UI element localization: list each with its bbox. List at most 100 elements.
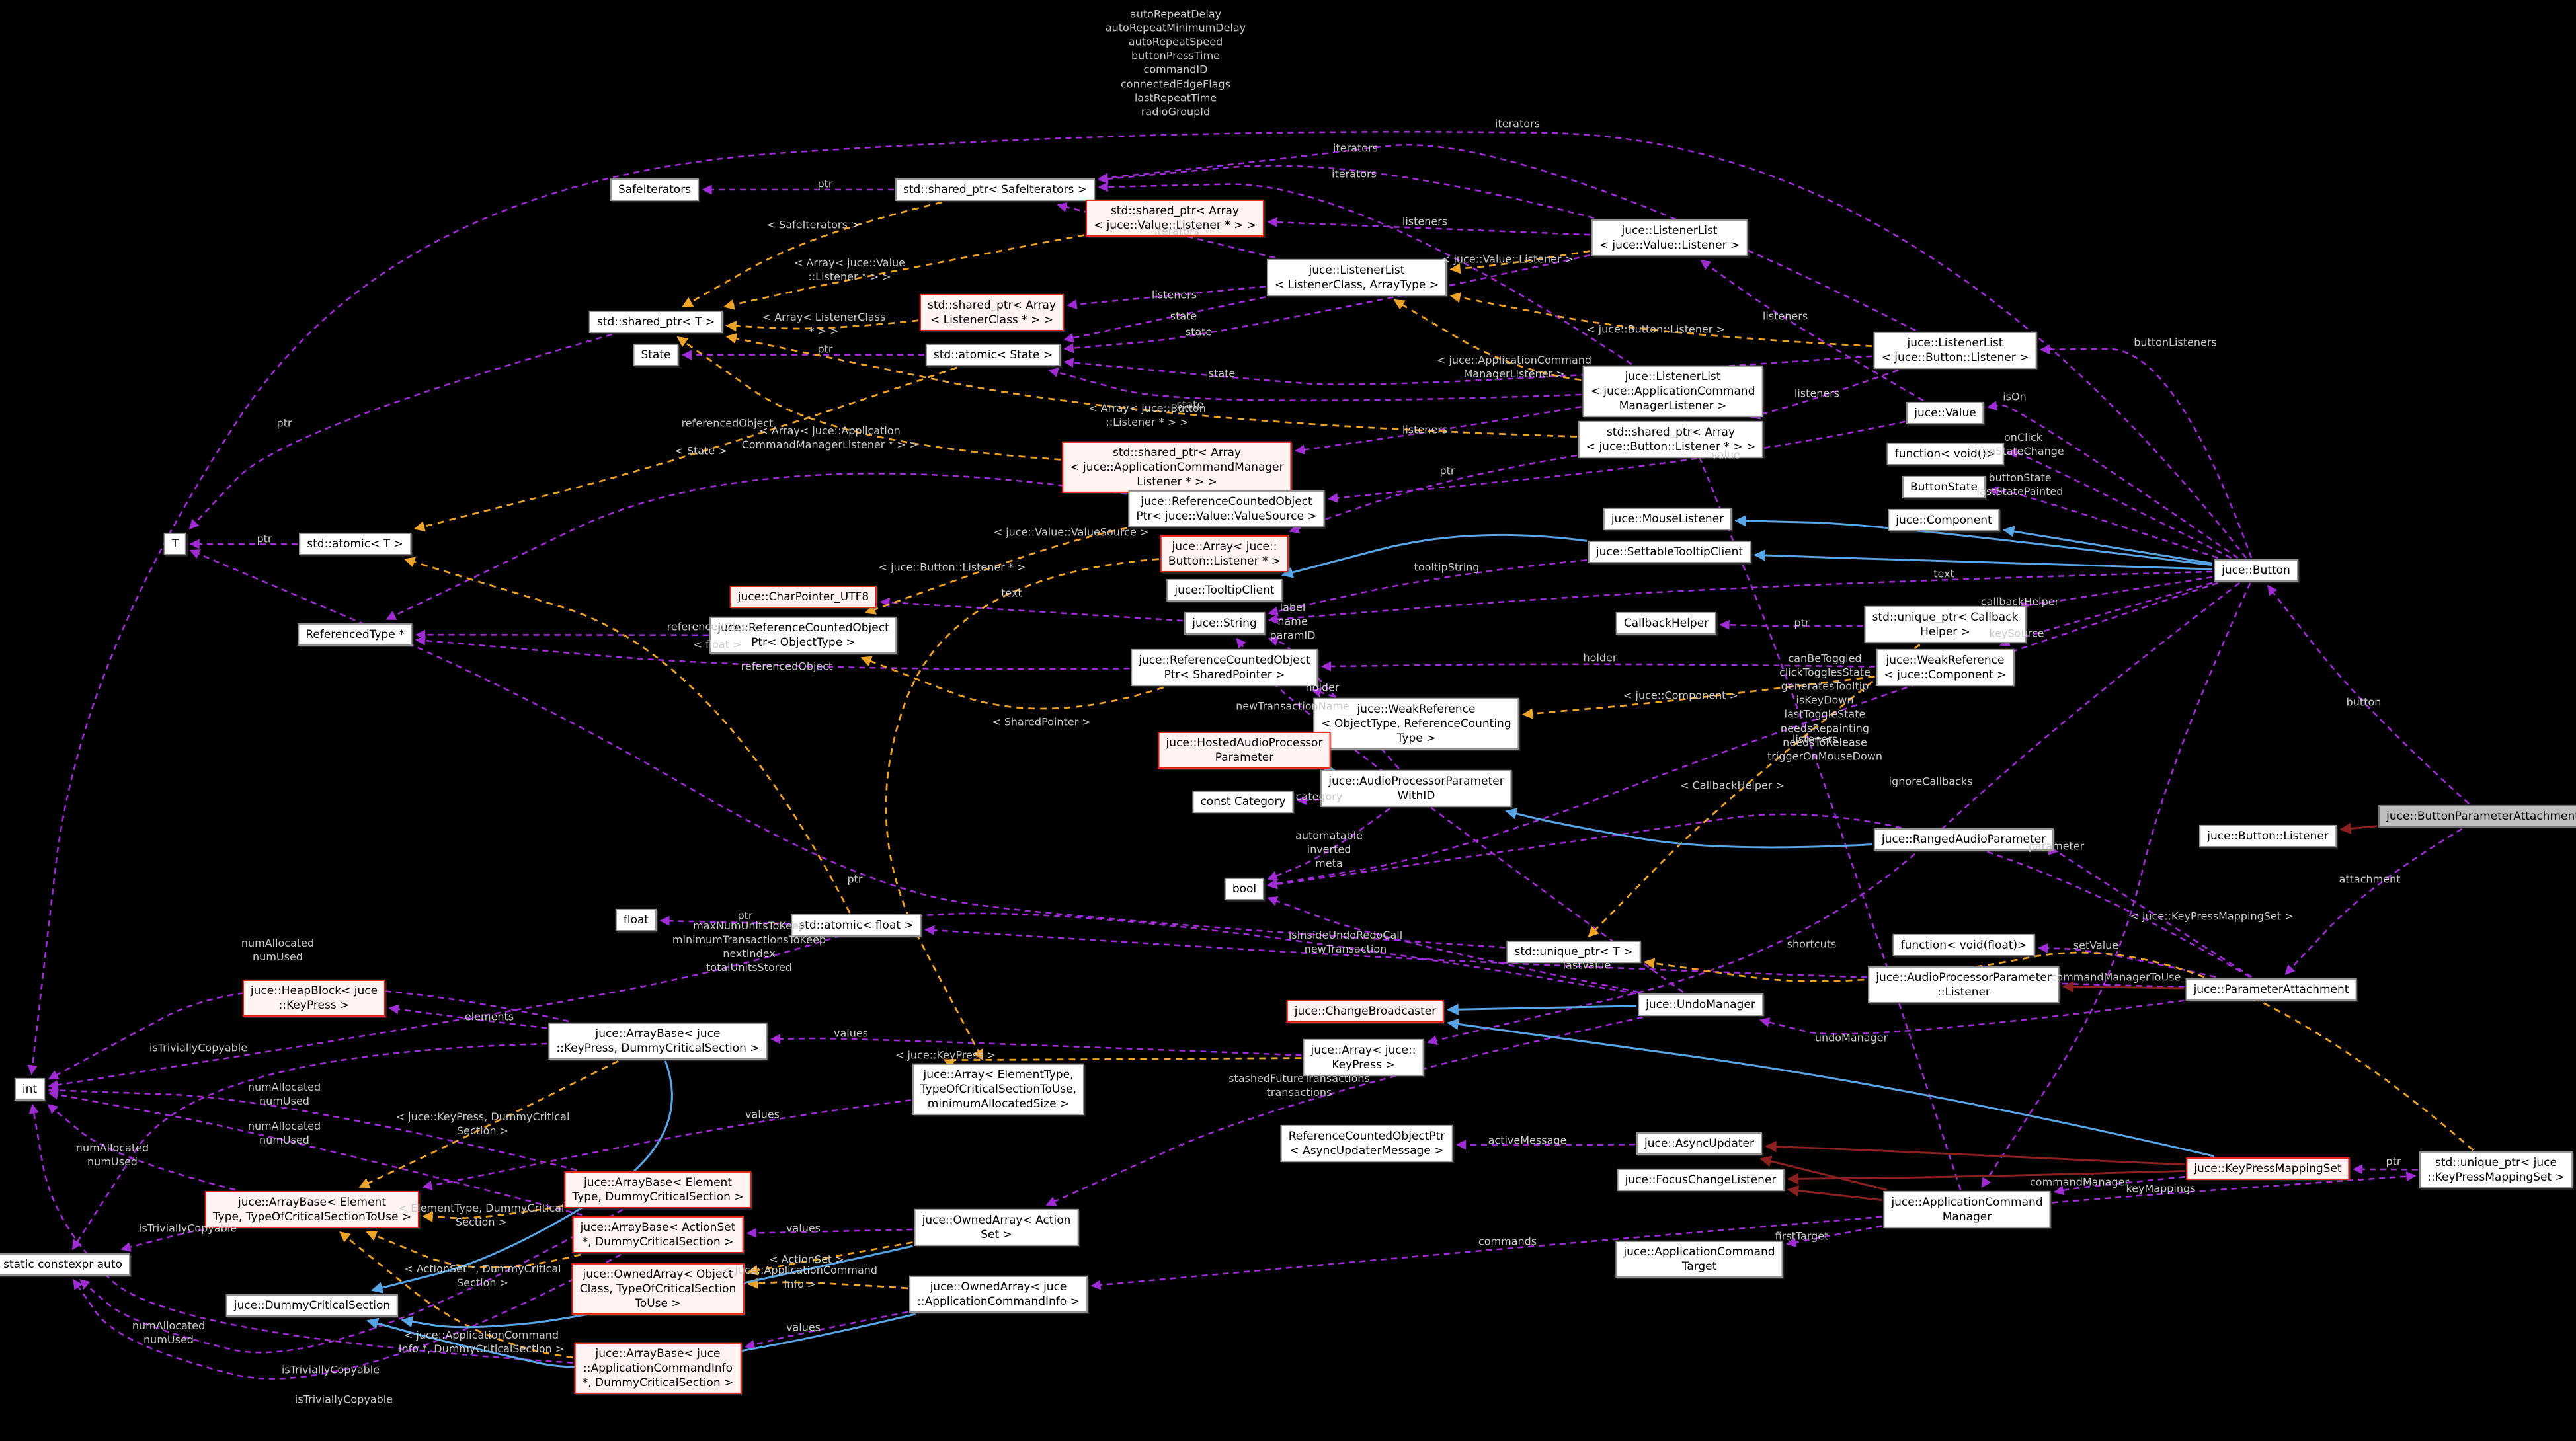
node-shared-ptr-array-button-listener[interactable]: std::shared_ptr< Array < juce::Button::L… [1578,420,1764,459]
edge-listenerlist_value_listener-to-listenerlist_generic [1449,250,1590,274]
node-value[interactable]: juce::Value [1906,401,1984,425]
node-safeiterators[interactable]: SafeIterators [610,178,700,202]
edge-arraybase_actionset-to-static_constexpr_auto [72,1253,622,1380]
node-int[interactable]: int [14,1077,46,1101]
node-atomic-float[interactable]: std::atomic< float > [791,914,922,937]
edge-asyncupdater-to-rcop_asyncupdatermessage [1455,1140,1636,1150]
node-undomanager[interactable]: juce::UndoManager [1638,993,1763,1017]
node-mouselistener[interactable]: juce::MouseListener [1603,507,1732,531]
node-array-elementtype[interactable]: juce::Array< ElementType, TypeOfCritical… [912,1063,1085,1116]
node-callbackhelper[interactable]: CallbackHelper [1615,611,1717,635]
node-shared-ptr-safeiterators[interactable]: std::shared_ptr< SafeIterators > [895,178,1096,202]
edge-applicationcommandmanager-to-unique_ptr_keypressmappingset [2052,1171,2417,1204]
node-bool[interactable]: bool [1224,877,1265,901]
node-parameterattachment[interactable]: juce::ParameterAttachment [2185,978,2357,1001]
node-settabletooltipclient[interactable]: juce::SettableTooltipClient [1588,540,1751,564]
node-audioprocessorparameter-listener[interactable]: juce::AudioProcessorParameter ::Listener [1868,966,2060,1004]
node-unique-ptr-callbackhelper[interactable]: std::unique_ptr< Callback Helper > [1864,605,2027,644]
edge-undomanager-to-bool [1267,896,1639,993]
edge-buttonparameterattachment-to-parameterattachment [2284,828,2463,976]
node-atomic-t[interactable]: std::atomic< T > [299,532,411,556]
node-refcounted-sharedpointer[interactable]: juce::ReferenceCountedObject Ptr< Shared… [1131,648,1318,687]
node-unique-ptr-keypressmappingset[interactable]: std::unique_ptr< juce ::KeyPressMappingS… [2419,1151,2573,1189]
node-buttonstate[interactable]: ButtonState [1902,475,1986,499]
edge-button-to-weakref_component [1999,582,2213,646]
node-charpointer-utf8[interactable]: juce::CharPointer_UTF8 [729,585,877,609]
node-string[interactable]: juce::String [1184,611,1265,635]
node-arraybase-elementtype-typeof[interactable]: juce::ArrayBase< Element Type, TypeOfCri… [204,1190,420,1229]
node-listenerlist-generic[interactable]: juce::ListenerList < ListenerClass, Arra… [1266,258,1447,297]
node-shared-ptr-array-listenerclass[interactable]: std::shared_ptr< Array < ListenerClass *… [919,293,1065,332]
node-applicationcommandtarget[interactable]: juce::ApplicationCommand Target [1615,1240,1783,1278]
node-buttonparameterattachment[interactable]: juce::ButtonParameterAttachment [2378,804,2576,828]
node-button-listener[interactable]: juce::Button::Listener [2199,824,2337,848]
edge-button-to-mouselistener [1734,515,2213,566]
node-array-keypress[interactable]: juce::Array< juce:: KeyPress > [1303,1038,1424,1077]
node-ownedarray-appcommandinfo[interactable]: juce::OwnedArray< juce ::ApplicationComm… [909,1275,1088,1313]
node-refcounted-valuesource[interactable]: juce::ReferenceCountedObject Ptr< juce::… [1128,490,1325,528]
node-shared-ptr-array-value-listener[interactable]: std::shared_ptr< Array < juce::Value::Li… [1085,199,1265,237]
edge-listenerlist_generic-to-atomic_state [1063,296,1266,343]
edge-ownedarray_actionset-to-dummycriticalsection [401,1245,913,1329]
edge-parameterattachment-to-undomanager [1759,999,2185,1035]
node-shared-ptr-array-acml[interactable]: std::shared_ptr< Array < juce::Applicati… [1062,441,1292,494]
node-weakref-component[interactable]: juce::WeakReference < juce::Component > [1876,648,2015,687]
node-rangedaudioparameter[interactable]: juce::RangedAudioParameter [1873,828,2054,851]
node-arraybase-appcommandinfo[interactable]: juce::ArrayBase< juce ::ApplicationComma… [574,1342,742,1395]
node-arraybase-actionset[interactable]: juce::ArrayBase< ActionSet *, DummyCriti… [572,1216,744,1254]
node-heapblock-keypress[interactable]: juce::HeapBlock< juce ::KeyPress > [242,979,386,1017]
edge-undomanager-to-changebroadcaster [1447,1003,1637,1015]
edge-string-to-charpointer_utf8 [879,597,1184,622]
edge-array_button_listener-to-array_elementtype [885,558,1160,1061]
node-component[interactable]: juce::Component [1888,508,2000,532]
node-keypressmappingset[interactable]: juce::KeyPressMappingSet [2186,1157,2350,1181]
edge-button-to-function_void [2006,448,2232,559]
edge-listenerlist_generic-to-shared_ptr_safeiterators [1057,202,1275,259]
node-referencedtype[interactable]: ReferencedType * [298,623,413,646]
edge-ownedarray_actionset-to-ownedarray_objectclass [746,1241,913,1276]
node-ownedarray-actionset[interactable]: juce::OwnedArray< Action Set > [914,1208,1079,1247]
node-unique-ptr-t[interactable]: std::unique_ptr< T > [1506,940,1641,964]
node-applicationcommandmanager[interactable]: juce::ApplicationCommand Manager [1883,1190,2051,1229]
edge-parameterattachment-to-audioprocessorparameter_listener [2062,980,2185,993]
node-weakref-generic[interactable]: juce::WeakReference < ObjectType, Refere… [1313,697,1519,750]
edge-listenerlist_acml-to-shared_ptr_safeiterators [1098,182,1632,366]
edge-arraybase_actionset-to-arraybase_elementtype_typeof [366,1231,581,1268]
node-tooltipclient[interactable]: juce::TooltipClient [1166,578,1283,602]
edge-arraybase_keypress-to-heapblock_keypress [388,1004,547,1029]
node-dummycriticalsection[interactable]: juce::DummyCriticalSection [225,1294,399,1317]
node-state[interactable]: State [633,343,679,367]
node-button[interactable]: juce::Button [2214,559,2298,582]
node-atomic-state[interactable]: std::atomic< State > [925,343,1061,367]
edge-refcounted_sharedpointer-to-refcounted_objecttype [860,656,1164,710]
node-audioprocessorparameterwithid[interactable]: juce::AudioProcessorParameter WithID [1320,769,1512,808]
edge-listenerlist_acml-to-atomic_state [1048,368,1582,402]
node-listenerlist-button-listener[interactable]: juce::ListenerList < juce::Button::Liste… [1873,331,2037,370]
node-listenerlist-value-listener[interactable]: juce::ListenerList < juce::Value::Listen… [1591,219,1748,257]
node-arraybase-elementtype-dummy[interactable]: juce::ArrayBase< Element Type, DummyCrit… [564,1171,752,1209]
edge-applicationcommandmanager-to-focuschangelistener [1787,1185,1882,1202]
edge-applicationcommandmanager-to-applicationcommandtarget [1786,1225,1882,1248]
node-refcounted-objecttype[interactable]: juce::ReferenceCountedObject Ptr< Object… [709,616,897,654]
node-function-void-float[interactable]: function< void(float)> [1892,933,2035,957]
node-array-button-listener[interactable]: juce::Array< juce:: Button::Listener * > [1160,535,1289,573]
node-float[interactable]: float [615,908,657,932]
node-hostedaudioprocessorparameter[interactable]: juce::HostedAudioProcessor Parameter [1158,731,1331,769]
edge-listenerlist_value_listener-to-shared_ptr_array_value_listener [1267,217,1590,236]
node-t[interactable]: T [163,532,187,556]
node-changebroadcaster[interactable]: juce::ChangeBroadcaster [1286,999,1445,1023]
edge-arraybase_elementtype_dummy-to-static_constexpr_auto [79,1208,624,1354]
edge-refcounted_valuesource-to-referencedtype [385,473,1127,621]
node-listenerlist-acml[interactable]: juce::ListenerList < juce::ApplicationCo… [1582,365,1763,418]
node-const-category[interactable]: const Category [1192,790,1294,814]
node-function-void[interactable]: function< void()> [1886,442,2004,466]
edge-undomanager-to-ownedarray_actionset [1045,1016,1643,1206]
node-shared-ptr-t[interactable]: std::shared_ptr< T > [588,310,723,334]
node-static-constexpr-auto[interactable]: static constexpr auto [0,1253,130,1276]
node-rcop-asyncupdatermessage[interactable]: ReferenceCountedObjectPtr < AsyncUpdater… [1280,1124,1453,1163]
node-asyncupdater[interactable]: juce::AsyncUpdater [1636,1132,1762,1155]
node-focuschangelistener[interactable]: juce::FocusChangeListener [1617,1168,1785,1192]
node-ownedarray-objectclass[interactable]: juce::OwnedArray< Object Class, TypeOfCr… [571,1263,745,1315]
node-arraybase-keypress[interactable]: juce::ArrayBase< juce ::KeyPress, DummyC… [548,1022,768,1060]
edge-weakref_component-to-refcounted_sharedpointer [1320,661,1875,672]
